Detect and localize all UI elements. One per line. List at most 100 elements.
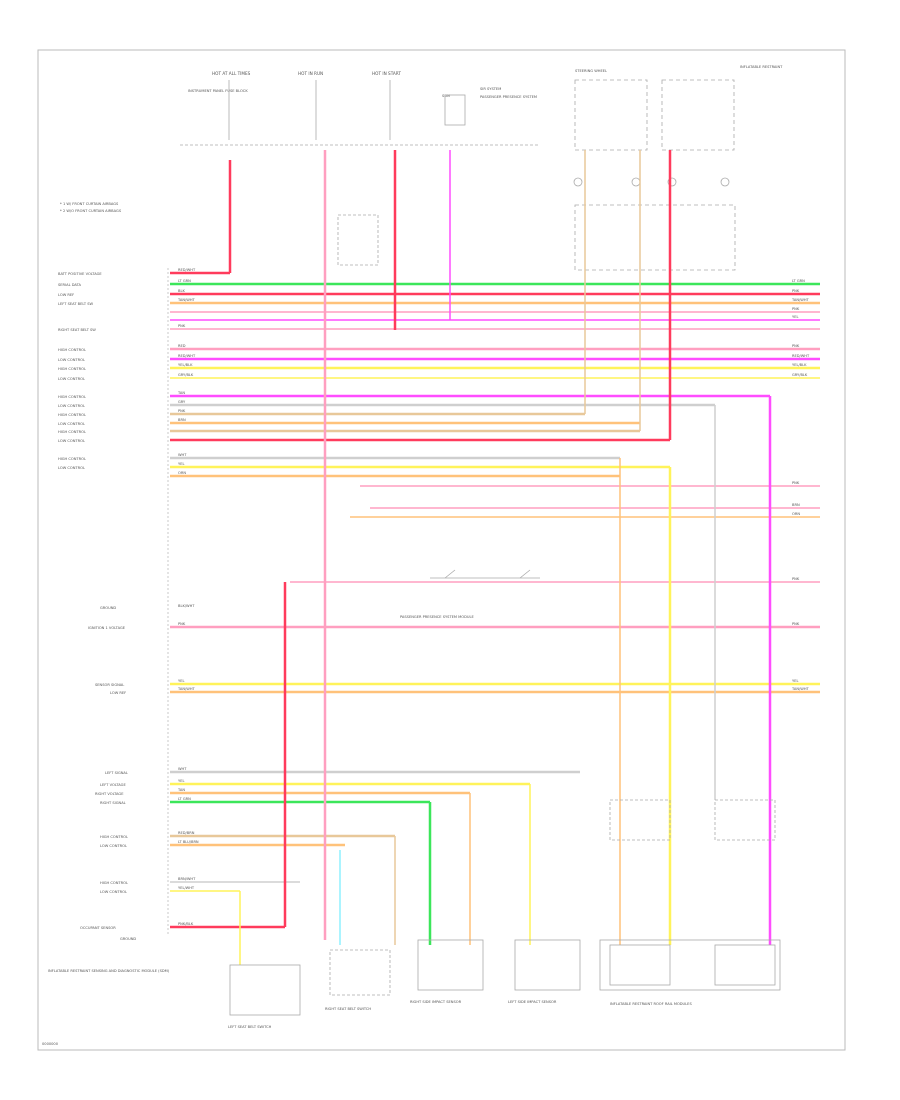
left-label-ground: GROUND: [100, 606, 116, 610]
bottom-label-left-belt: LEFT SEAT BELT SWITCH: [228, 1025, 272, 1029]
page-code: 0000000: [42, 1042, 59, 1046]
wire-label: RED/BRN: [178, 831, 195, 835]
top-label-pps: PASSENGER PRESENCE SYSTEM: [480, 95, 537, 99]
note-line-2: * 2 W/O FRONT CURTAIN AIRBAGS: [60, 209, 122, 213]
right-wire-label: TAN/WHT: [791, 687, 810, 691]
wire-label: ORN: [178, 471, 186, 475]
right-wire-label: PNK: [792, 289, 800, 293]
wire-label: LT GRN: [178, 279, 191, 283]
center-note: PASSENGER PRESENCE SYSTEM MODULE: [400, 615, 475, 619]
left-label-right-voltage: RIGHT VOLTAGE: [95, 792, 124, 796]
right-wire-labels: LT GRN PNK TAN/WHT PNK YEL PNK RED/WHT Y…: [791, 279, 810, 691]
wire-label: WHT: [178, 767, 187, 771]
diagram-border: [37, 49, 846, 1051]
right-wire-label: PNK: [792, 622, 800, 626]
right-wire-label: YEL: [792, 679, 798, 683]
right-wire-label: PNK: [792, 481, 800, 485]
wire-bundle: [170, 160, 820, 929]
wire-label: PNK/BLK: [178, 922, 194, 926]
wire-label: WHT: [178, 453, 187, 457]
left-label-hc7: HIGH CONTROL: [100, 835, 128, 839]
left-label-left-belt: LEFT SEAT BELT SW: [58, 302, 94, 306]
fuse-group: [180, 80, 540, 146]
wire-label: RED/WHT: [178, 268, 196, 272]
top-label-steering: STEERING WHEEL: [575, 69, 607, 73]
wire-label: GRY: [178, 400, 186, 404]
top-label-hot-in-start: HOT IN START: [372, 71, 401, 76]
left-label-lc8: LOW CONTROL: [100, 890, 127, 894]
wire-label: TAN/WHT: [177, 298, 196, 302]
wire-label: YEL: [178, 779, 184, 783]
left-label-hc5: HIGH CONTROL: [58, 430, 86, 434]
roof-rail-modules: [599, 799, 781, 991]
top-label-hot-at-all-times: HOT AT ALL TIMES: [212, 71, 251, 76]
left-label-left-signal: LEFT SIGNAL: [105, 771, 128, 775]
right-wire-label: RED/WHT: [792, 354, 810, 358]
wire-label: PNK: [178, 622, 186, 626]
top-label-fuse-block: INSTRUMENT PANEL FUSE BLOCK: [188, 89, 248, 93]
wire-label: YEL/WHT: [178, 886, 195, 890]
right-wire-label: YEL: [792, 315, 798, 319]
left-label-hc4: HIGH CONTROL: [58, 413, 86, 417]
left-label-lc6: LOW CONTROL: [58, 466, 85, 470]
wire-label: BRN/WHT: [178, 877, 196, 881]
right-wire-label: YEL/BLK: [792, 363, 807, 367]
wire-label: TAN: [177, 391, 185, 395]
wire-label: PNK: [178, 324, 186, 328]
left-label-hc1: HIGH CONTROL: [58, 348, 86, 352]
top-label-hot-in-run: HOT IN RUN: [298, 71, 323, 76]
left-label-ign: IGNITION 1 VOLTAGE: [88, 626, 126, 630]
right-wire-label: LT GRN: [792, 279, 805, 283]
wire-label: RED/WHT: [178, 354, 196, 358]
left-label-ground2: GROUND: [120, 937, 136, 941]
wire-label: LT BLU/BRN: [178, 840, 199, 844]
wire-label: YEL: [178, 462, 184, 466]
left-label-hc6: HIGH CONTROL: [58, 457, 86, 461]
left-label-batt: BATT POSITIVE VOLTAGE: [58, 272, 102, 276]
bottom-label-right-belt: RIGHT SEAT BELT SWITCH: [325, 1007, 371, 1011]
left-label-lowref2: LOW REF: [110, 691, 126, 695]
left-label-lc7: LOW CONTROL: [100, 844, 127, 848]
center-switch: [337, 214, 540, 579]
right-wire-label: TAN/WHT: [791, 298, 810, 302]
wire-label: LT GRN: [178, 797, 191, 801]
bottom-components: [229, 939, 581, 1016]
left-label-lc4: LOW CONTROL: [58, 422, 85, 426]
left-label-hc3: HIGH CONTROL: [58, 395, 86, 399]
left-label-lc5: LOW CONTROL: [58, 439, 85, 443]
vertical-wires: [239, 150, 772, 965]
bottom-label-roof-rail: INFLATABLE RESTRAINT ROOF RAIL MODULES: [610, 1002, 692, 1006]
left-label-right-signal: RIGHT SIGNAL: [100, 801, 126, 805]
left-label-hc8: HIGH CONTROL: [100, 881, 128, 885]
left-labels: BATT POSITIVE VOLTAGE SERIAL DATA LOW RE…: [58, 272, 136, 941]
right-wire-label: PNK: [792, 307, 800, 311]
bottom-left-note: INFLATABLE RESTRAINT SENSING AND DIAGNOS…: [48, 969, 170, 973]
bottom-label-left-impact: LEFT SIDE IMPACT SENSOR: [508, 1000, 557, 1004]
left-label-sensor: SENSOR SIGNAL: [95, 683, 124, 687]
note-line-1: * 1 W/ FRONT CURTAIN AIRBAGS: [60, 202, 119, 206]
wire-label: RED: [178, 344, 186, 348]
right-wire-label: GRY/BLK: [792, 373, 808, 377]
right-wire-label: ORN: [792, 512, 800, 516]
top-label-inflatable: INFLATABLE RESTRAINT: [740, 65, 783, 69]
left-label-occupant: OCCUPANT SENSOR: [80, 926, 116, 930]
wire-label: BLK: [178, 289, 185, 293]
top-label-sir: SIR SYSTEM: [480, 87, 501, 91]
steering-wheel-modules: [573, 79, 736, 271]
top-label-sdm: SDM: [442, 94, 450, 98]
left-label-serial: SERIAL DATA: [58, 283, 82, 287]
wire-label: YEL/BLK: [178, 363, 193, 367]
wire-label: TAN: [177, 788, 185, 792]
left-label-lc2: LOW CONTROL: [58, 377, 85, 381]
left-label-right-belt: RIGHT SEAT BELT SW: [58, 328, 96, 332]
left-label-lc3: LOW CONTROL: [58, 404, 85, 408]
left-label-lowref: LOW REF: [58, 293, 74, 297]
wire-label: GRY/BLK: [178, 373, 194, 377]
wire-labels: RED/WHT LT GRN BLK TAN/WHT PNK RED RED/W…: [177, 268, 199, 926]
wire-label: YEL: [178, 679, 184, 683]
right-wire-label: PNK: [792, 344, 800, 348]
right-wire-label: PNK: [792, 577, 800, 581]
wire-label: BLK/WHT: [178, 604, 195, 608]
bottom-label-right-impact: RIGHT SIDE IMPACT SENSOR: [410, 1000, 462, 1004]
